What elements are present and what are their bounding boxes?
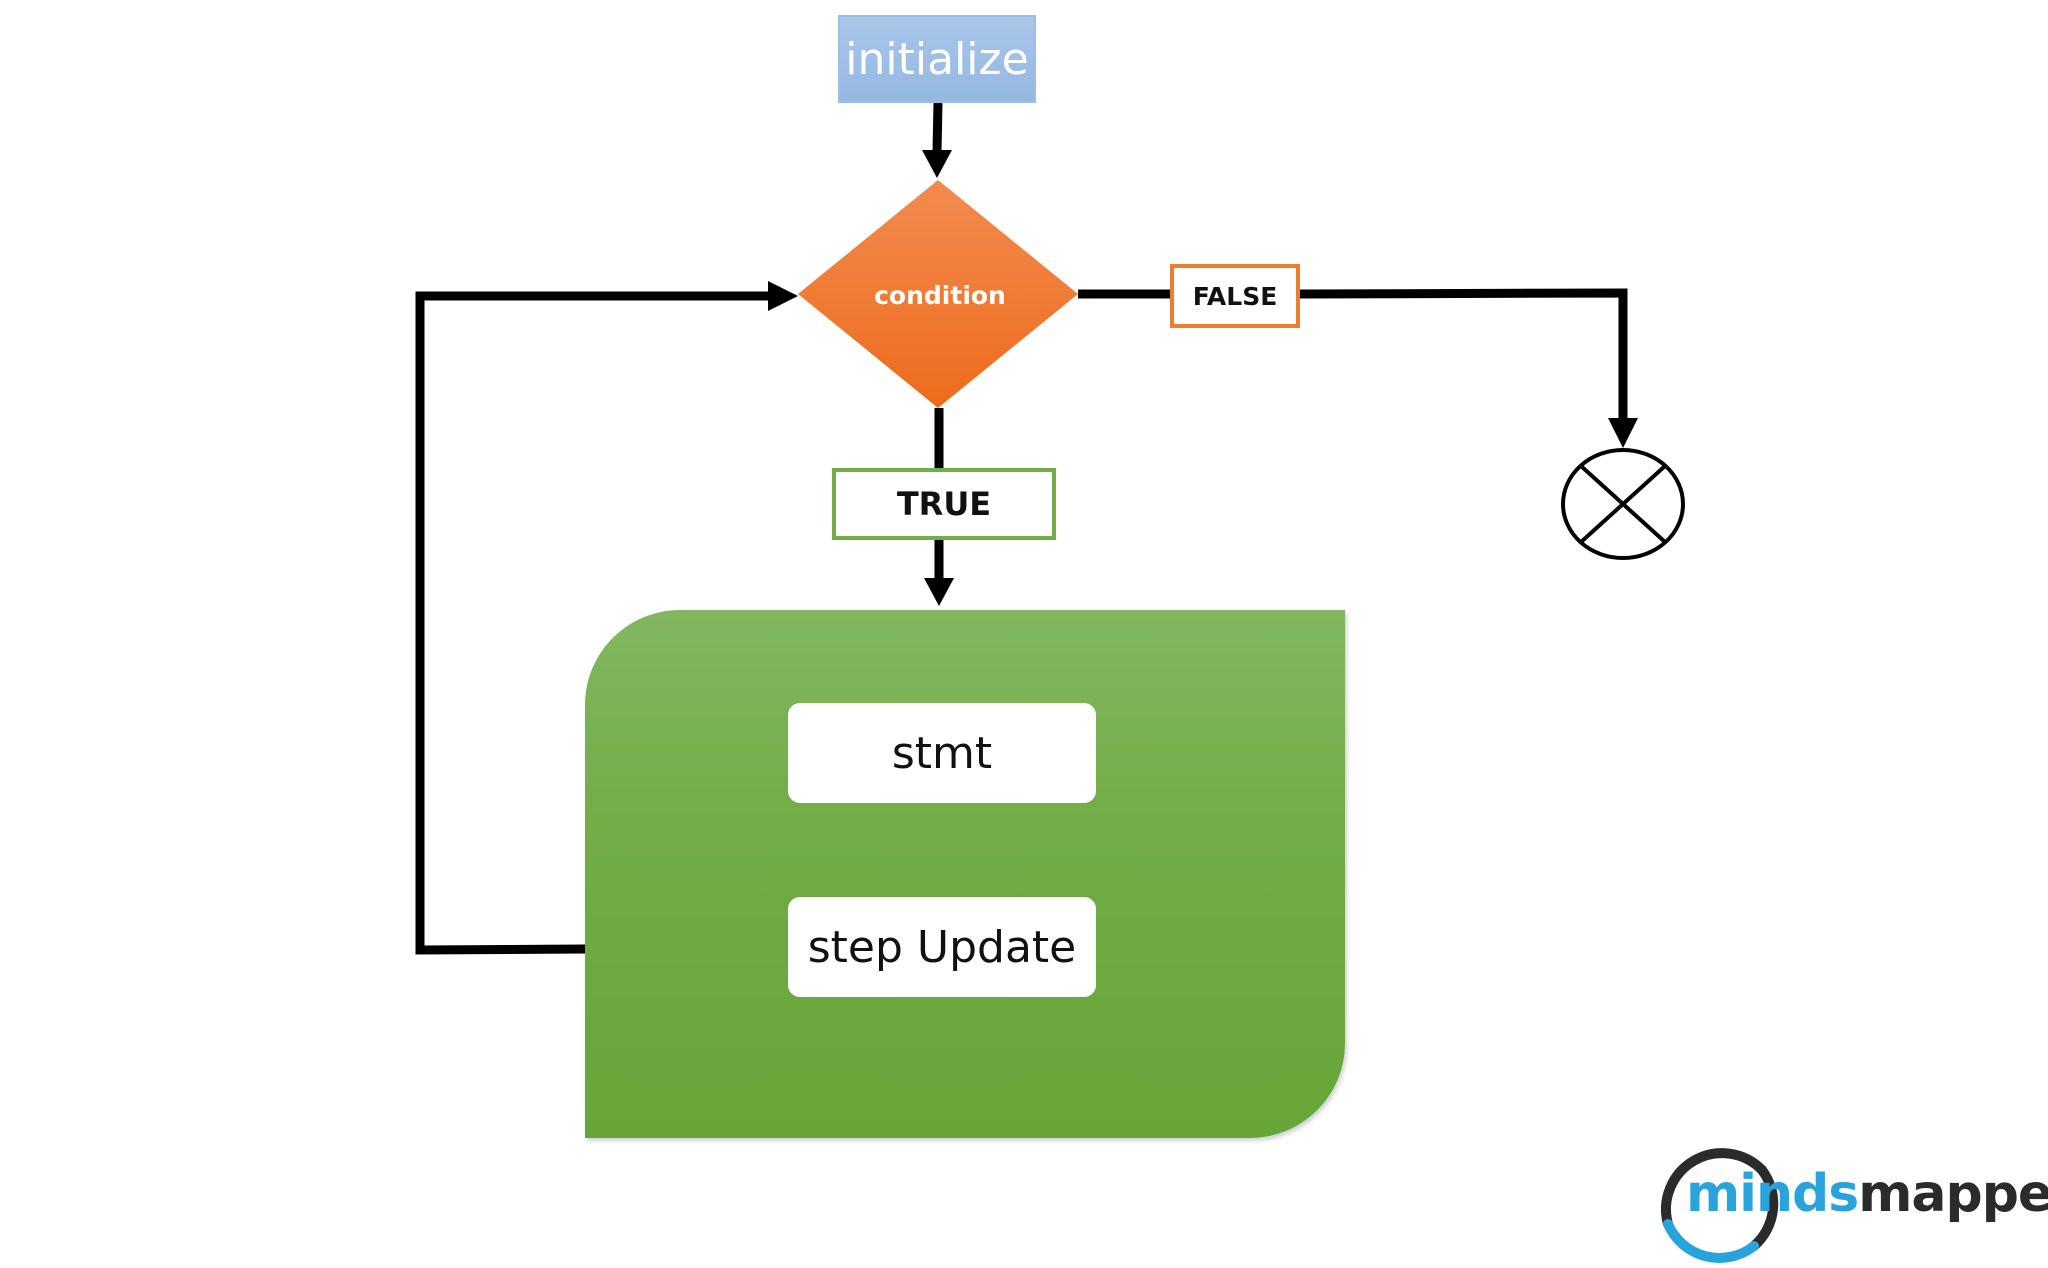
condition-label: condition bbox=[874, 280, 1006, 310]
logo-ring-icon bbox=[1661, 1148, 1779, 1263]
true-label: TRUE bbox=[896, 485, 992, 523]
step-update-box: step Update bbox=[788, 897, 1096, 997]
step-update-label: step Update bbox=[807, 921, 1077, 973]
loop-body-block bbox=[585, 610, 1345, 1138]
logo-text-mapped: mapped bbox=[1858, 1164, 2048, 1224]
false-label: FALSE bbox=[1192, 281, 1278, 311]
end-circle-x-icon bbox=[1561, 448, 1685, 560]
logo-wordmark: mindsmapped bbox=[1686, 1164, 2048, 1224]
initialize-box: initialize bbox=[838, 15, 1036, 103]
stmt-box: stmt bbox=[788, 703, 1096, 803]
true-label-box: TRUE bbox=[832, 468, 1056, 540]
arrow-false-to-end bbox=[1299, 288, 1638, 448]
initialize-label: initialize bbox=[845, 33, 1029, 85]
arrow-loop-back-to-condition bbox=[415, 281, 798, 955]
arrow-initialize-to-condition bbox=[922, 102, 952, 178]
false-label-box: FALSE bbox=[1170, 264, 1300, 328]
stmt-label: stmt bbox=[891, 727, 993, 779]
arrow-true-to-body bbox=[924, 540, 954, 606]
condition-diamond bbox=[798, 180, 1078, 408]
logo-text-minds: minds bbox=[1686, 1164, 1859, 1224]
mindsmapped-logo: mindsmapped bbox=[1650, 1142, 2048, 1264]
